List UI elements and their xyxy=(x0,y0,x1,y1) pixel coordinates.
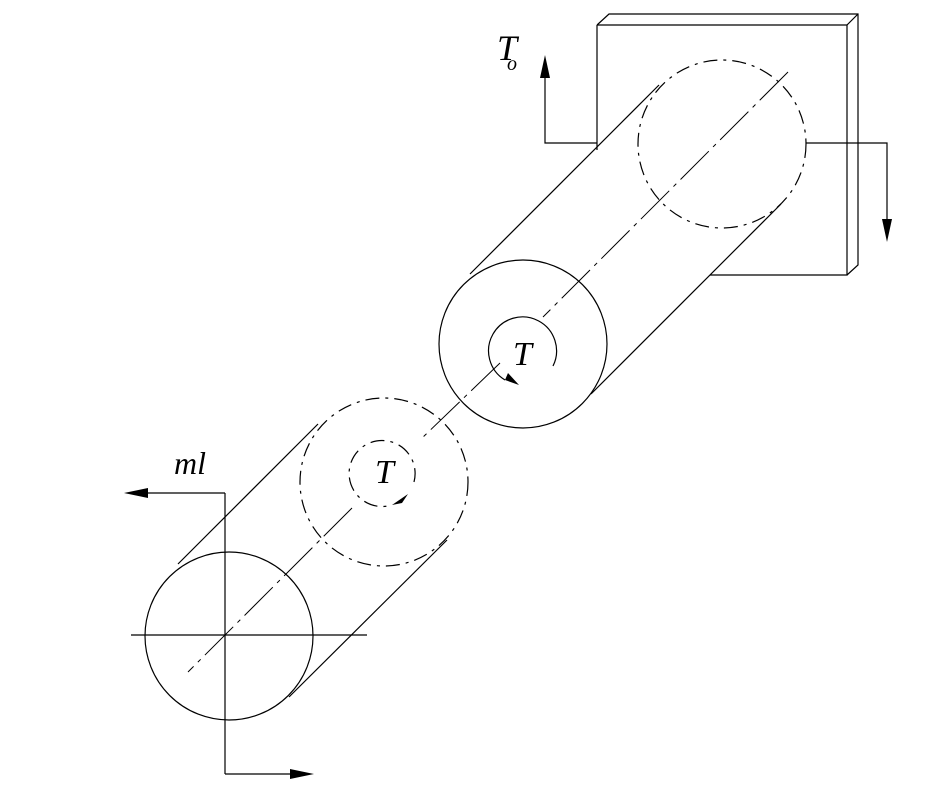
ml-arrowhead-left xyxy=(124,488,148,498)
lower-shaft-segment xyxy=(177,362,501,698)
fixed-support-block xyxy=(596,13,859,276)
ml-arrowhead-right xyxy=(290,769,314,779)
label-T-lower: T xyxy=(375,454,396,491)
label-T-base: T xyxy=(497,28,520,68)
free-end-disc xyxy=(131,493,367,774)
torque-arrowhead-upper xyxy=(505,373,519,385)
to-arrowhead-down xyxy=(882,219,892,242)
label-ml: ml xyxy=(174,445,206,481)
shaft-end-circle-fixed xyxy=(637,59,807,229)
torque-arc-lower xyxy=(348,439,416,508)
moment-arrow-ml xyxy=(124,488,314,779)
to-arrowhead-up xyxy=(540,55,550,78)
label-T-upper: T xyxy=(513,336,534,373)
torque-arc-upper xyxy=(487,316,558,381)
upper-shaft-segment xyxy=(469,59,807,395)
lower-disc-back-circle xyxy=(299,397,469,567)
torque-arrowhead-lower xyxy=(392,494,408,505)
reaction-torque-arrow xyxy=(540,55,892,242)
label-T-base-subscript: o xyxy=(507,53,517,75)
middle-disc xyxy=(438,259,608,429)
